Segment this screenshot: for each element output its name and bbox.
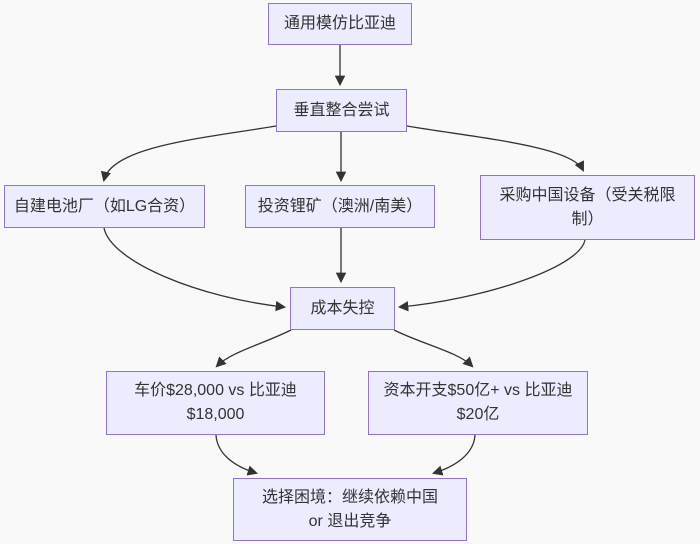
node-lithium-mines: 投资锂矿（澳洲/南美） <box>245 185 435 228</box>
edge-price-dilemma <box>215 434 258 476</box>
edge-cost-capex <box>393 329 474 368</box>
node-choice-dilemma: 选择困境：继续依赖中国 or 退出竞争 <box>233 478 467 541</box>
node-car-price-compare: 车价$28,000 vs 比亚迪 $18,000 <box>106 371 325 435</box>
edge-vertical-equipment <box>406 125 584 172</box>
edge-capex-dilemma <box>432 434 476 476</box>
edge-cost-price <box>215 329 292 368</box>
node-capex-compare: 资本开支$50亿+ vs 比亚迪 $20亿 <box>368 371 588 435</box>
edge-vertical-battery <box>100 125 277 183</box>
edge-battery-cost <box>103 227 287 312</box>
node-cost-overrun: 成本失控 <box>290 287 395 330</box>
node-china-equipment: 采购中国设备（受关税限 制） <box>480 175 695 240</box>
edge-equipment-cost <box>397 239 586 312</box>
node-vertical-integration: 垂直整合尝试 <box>276 89 407 132</box>
node-gm-imitates-byd: 通用模仿比亚迪 <box>268 3 412 45</box>
node-battery-factory: 自建电池厂（如LG合资） <box>4 185 205 228</box>
